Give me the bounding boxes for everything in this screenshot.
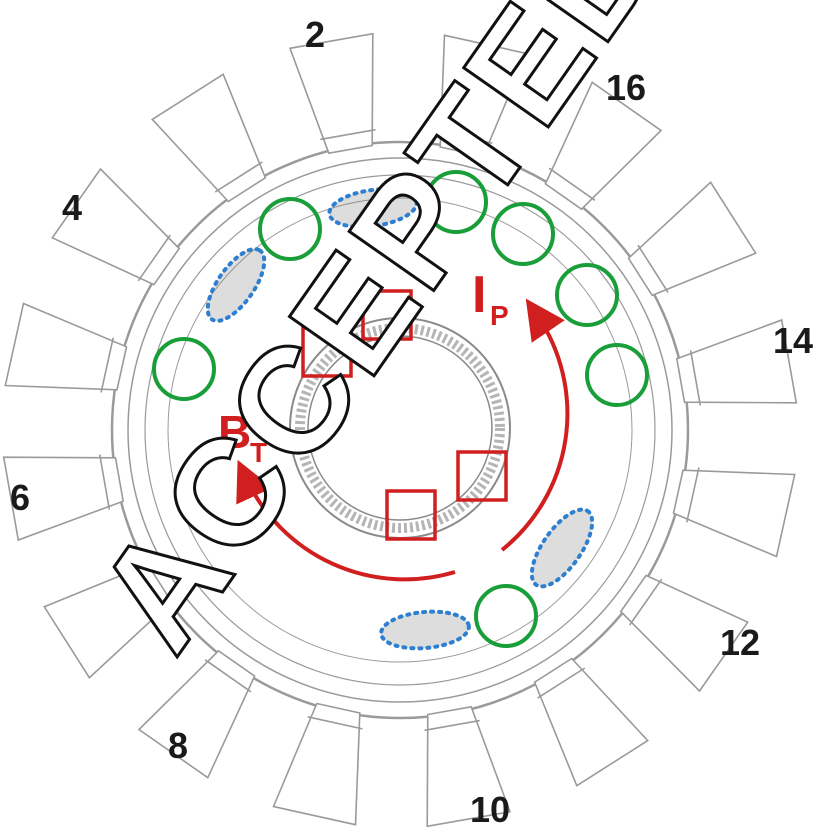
central-column [289, 317, 511, 539]
red-square-markers [301, 289, 508, 541]
port-flange [629, 578, 663, 626]
plasma-current-subscript: P [490, 300, 509, 331]
port-flange [137, 234, 171, 282]
red-square-marker [301, 326, 353, 378]
port-flange [131, 567, 163, 616]
port-flange [637, 244, 669, 293]
port-flange [437, 130, 493, 144]
port-duct [627, 181, 757, 297]
port-flange [98, 454, 111, 510]
port-label-14: 14 [773, 320, 813, 361]
green-circle-marker [474, 584, 538, 648]
port-duct [43, 563, 173, 679]
port-label-10: 10 [470, 789, 510, 827]
port-label-4: 4 [62, 187, 82, 228]
toroidal-field-arrow [236, 459, 456, 582]
port-flange [100, 337, 114, 393]
port-flange [307, 716, 363, 730]
blue-dotted-marker [379, 609, 471, 651]
green-circle-marker [491, 202, 555, 266]
vessel-outline [110, 140, 690, 720]
port-duct [672, 469, 796, 558]
port-ducts [2, 32, 798, 827]
port-label-12: 12 [720, 622, 760, 663]
port-flange [204, 659, 252, 693]
blue-dotted-marker [205, 247, 267, 323]
port-flange [686, 467, 700, 523]
plasma-current-arrow [500, 298, 570, 552]
port-duct [675, 318, 798, 404]
green-circle-marker [585, 343, 649, 407]
port-duct [51, 167, 181, 286]
port-duct [619, 574, 749, 693]
port-flange [214, 161, 263, 193]
port-duct [2, 456, 125, 542]
port-label-2: 2 [305, 14, 325, 55]
port-flange [689, 350, 702, 406]
port-duct [272, 702, 361, 826]
blue-dotted-marker [529, 507, 595, 589]
port-duct [533, 657, 649, 787]
toroidal-field-label: B [218, 406, 251, 458]
blue-dotted-marker [327, 187, 419, 229]
port-flange [548, 167, 596, 201]
port-duct [426, 705, 512, 827]
blue-dotted-markers [205, 187, 595, 651]
green-circle-marker [258, 197, 322, 261]
plasma-current-label: I [472, 266, 486, 324]
green-circle-marker [424, 170, 488, 234]
port-label-8: 8 [168, 725, 188, 766]
port-duct [137, 649, 256, 779]
green-circle-marker [152, 337, 216, 401]
port-label-6: 6 [10, 477, 30, 518]
port-flange [424, 719, 480, 732]
port-duct [439, 34, 528, 158]
port-duct [151, 73, 267, 203]
port-flange [320, 128, 376, 141]
red-square-marker [456, 450, 508, 502]
toroidal-field-subscript: T [250, 437, 267, 468]
port-flange [537, 667, 586, 699]
port-duct [288, 32, 374, 155]
port-label-16: 16 [606, 67, 646, 108]
red-square-marker [361, 289, 413, 341]
green-circle-markers [152, 170, 649, 648]
port-duct [544, 81, 663, 211]
green-circle-marker [555, 263, 619, 327]
port-duct [4, 302, 128, 391]
red-square-marker [385, 489, 437, 541]
